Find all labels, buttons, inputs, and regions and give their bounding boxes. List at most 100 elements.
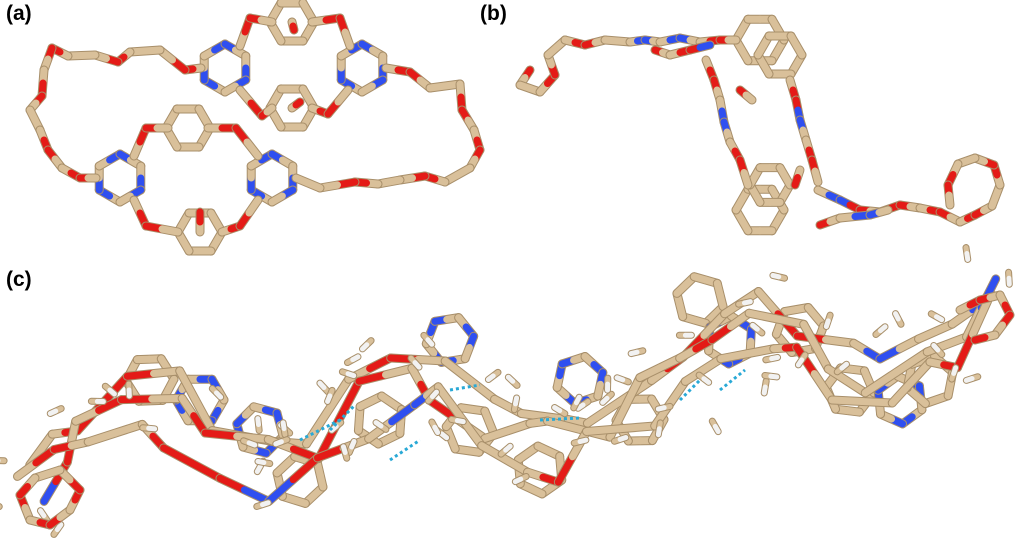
bond (761, 384, 768, 396)
bond (192, 397, 216, 435)
bond (892, 348, 931, 376)
bond (37, 508, 47, 519)
bond (289, 22, 298, 34)
bond (123, 370, 158, 380)
bond (708, 323, 735, 344)
bond (365, 418, 396, 443)
bond (583, 398, 623, 427)
bond (944, 380, 954, 400)
bond (292, 98, 304, 109)
bond (221, 82, 239, 96)
bond (594, 380, 604, 400)
hydrogen-bond (678, 378, 702, 402)
bond (268, 192, 286, 206)
bond (600, 395, 610, 405)
bond (575, 402, 586, 411)
panel-label-c: (c) (6, 268, 32, 291)
bond (742, 91, 756, 104)
panel-a-macrocycle (25, 0, 485, 256)
bond (265, 476, 297, 505)
bond (412, 360, 422, 370)
bond (554, 453, 576, 486)
bond (617, 435, 629, 442)
bond (583, 425, 625, 435)
bond (828, 396, 866, 405)
bond (822, 336, 858, 347)
bond (770, 272, 782, 280)
hydrogen-bond (389, 438, 421, 462)
panel-c-packing (0, 244, 1015, 538)
bond (655, 426, 662, 438)
bond (907, 358, 934, 386)
bond (146, 425, 158, 432)
bond (355, 371, 389, 385)
bond (280, 420, 287, 432)
bond (461, 343, 473, 363)
bond (839, 361, 849, 371)
bond (434, 383, 464, 420)
hydrogen-bond (539, 416, 581, 422)
bond (755, 288, 782, 318)
bond (573, 394, 582, 406)
bond (116, 192, 134, 206)
bond (273, 439, 284, 447)
bond (503, 443, 513, 453)
bond (861, 368, 900, 397)
bond (454, 418, 466, 425)
panel-b-side-view (515, 14, 1005, 236)
bond (823, 318, 831, 330)
bond (373, 420, 384, 429)
bond (793, 41, 806, 59)
bond (439, 431, 450, 441)
bond (254, 463, 263, 475)
bond (350, 354, 361, 363)
bond (317, 380, 327, 391)
bond (948, 306, 977, 328)
bond (414, 356, 449, 365)
bond (655, 405, 667, 412)
bond (40, 478, 60, 505)
bond (441, 357, 474, 384)
bond (716, 291, 727, 311)
bond (111, 420, 146, 437)
bond (349, 438, 357, 450)
bond (768, 373, 780, 380)
bond (260, 500, 271, 508)
bond (425, 337, 435, 347)
bond (324, 375, 353, 416)
bond (396, 417, 405, 437)
hydrogen-bond (449, 383, 481, 392)
bond (485, 373, 496, 383)
bond (243, 138, 262, 160)
bond (933, 314, 945, 323)
bond (971, 334, 989, 344)
bond (359, 342, 370, 352)
bond (877, 324, 888, 334)
bond (188, 459, 224, 482)
bond (512, 395, 520, 407)
bond (257, 16, 276, 26)
bond (701, 376, 712, 385)
hydrogen-bond (299, 418, 341, 442)
bond (781, 172, 794, 189)
bond (964, 251, 971, 262)
bond (246, 440, 258, 448)
bond (666, 377, 689, 408)
bond (325, 393, 333, 404)
bond (769, 354, 781, 362)
bond (858, 397, 896, 407)
bond (313, 444, 347, 462)
bond (772, 315, 808, 328)
bond (750, 322, 760, 332)
bond (888, 378, 915, 407)
bond (791, 174, 801, 189)
bond (969, 297, 992, 338)
bond (577, 437, 589, 445)
bond (345, 371, 357, 379)
bond (316, 471, 327, 491)
panel-label-a: (a) (6, 2, 32, 25)
bond (213, 390, 224, 400)
bond (636, 364, 664, 382)
bond (954, 330, 977, 372)
bond (712, 423, 721, 435)
